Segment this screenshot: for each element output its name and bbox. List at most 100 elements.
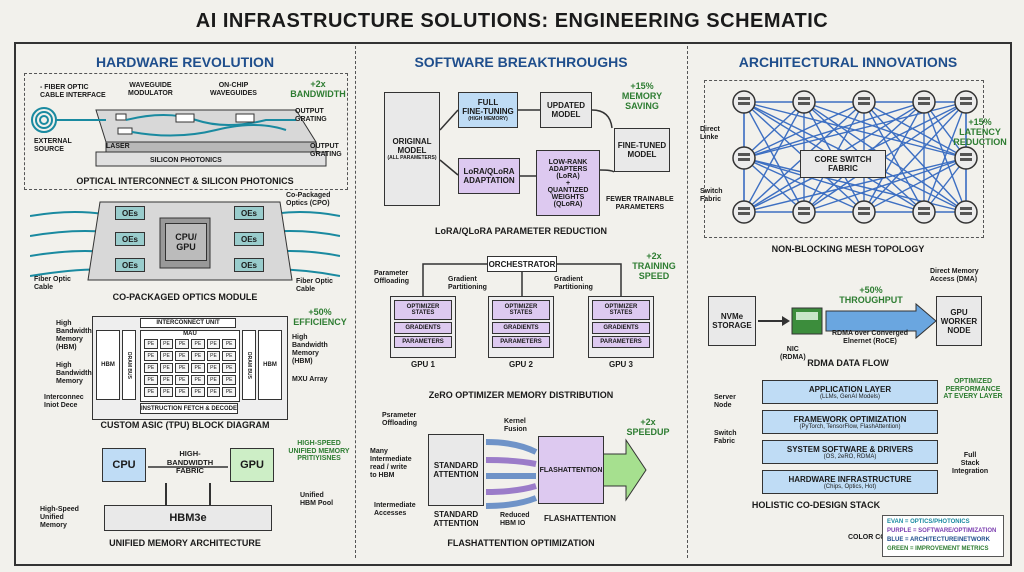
hbm-right-label: High Bandwidth Memory (HBM) <box>292 334 328 366</box>
low-rank-adapters-label: LOW-RANK ADAPTERS (LoRA) + QUANTIZED WEI… <box>547 158 589 201</box>
oe-block-5: OEs <box>234 232 264 246</box>
grad-partition-label-1: Gradient Partitioning <box>448 276 487 292</box>
stack-layer-3: SYSTEM SOFTWARE & DRIVERS(OS, 2eRO, RDMA… <box>762 440 938 464</box>
laser-label: LASER <box>106 143 130 150</box>
original-model: ORIGINAL MODEL (ALL PARAMETERS) <box>384 92 440 206</box>
optimized-performance-metric: OPTIMIZED PERFORMANCE AT EVERY LAYER <box>943 378 1003 401</box>
legend-item: BLUE = ARCHITECTUREINETWORK <box>887 537 990 543</box>
parameters-block: PARAMETERS <box>492 336 550 348</box>
hbm-left-label-2: High Bandwidth Memory <box>56 362 92 386</box>
roce-label: RDMA over Converged Elnernet (RoCE) <box>832 330 908 346</box>
reduced-hbm-io-label: Reduced HBM IO <box>500 512 530 528</box>
pe-cell: PE <box>175 387 189 397</box>
external-source-label: EXTERNAL SOURCE <box>34 138 72 154</box>
pe-cell: PE <box>191 339 205 349</box>
flashattention-label: FLASHATTENTION <box>544 514 616 523</box>
full-finetuning-sub: (HIGH MEMORY) <box>468 116 508 122</box>
optical-diagram <box>31 107 327 167</box>
standard-attention-box: STANDARD ATTENTION <box>428 434 484 506</box>
pe-cell: PE <box>206 387 221 397</box>
original-model-sub: (ALL PARAMETERS) <box>387 155 437 161</box>
fiber-interface-label: - FIBER OPTIC CABLE INTERFACE <box>40 84 106 100</box>
gradients-block: GRADIENTS <box>592 322 650 334</box>
latency-metric: +15% LATENCY REDUCTION <box>953 117 1007 147</box>
server-node-label: Server Node <box>714 394 736 410</box>
stack-layer-4: HARDWARE INFRASTRUCTURE(Chips, Optics, H… <box>762 470 938 494</box>
gpu-worker-node: GPU WORKER NODE <box>936 296 982 346</box>
full-finetuning: FULL FINE-TUNING (HIGH MEMORY) <box>458 92 518 128</box>
fewer-params-label: FEWER TRAINABLE PARAMETERS <box>606 196 674 212</box>
pe-cell: PE <box>222 387 236 397</box>
pe-cell: PE <box>159 387 174 397</box>
oe-block-1: OEs <box>115 206 145 220</box>
high-bandwidth-fabric-label: HIGH- BANDWIDTH FABRIC <box>166 449 214 476</box>
onchip-waveguides-label: ON-CHIP WAVEGUIDES <box>210 82 257 98</box>
mesh-panel <box>704 80 984 238</box>
zero-caption: ZeRO OPTIMIZER MEMORY DISTRIBUTION <box>428 390 614 400</box>
core-switch-fabric: CORE SWITCH FABRIC <box>800 150 886 178</box>
switch-fabric-label: Switch Fabric <box>700 188 723 204</box>
many-intermediate-label: Many Intermediate read / write to HBM <box>370 448 412 480</box>
flash-arrows <box>486 438 647 509</box>
pe-cell: PE <box>206 363 221 373</box>
unified-memory-metric: HIGH-SPEED UNIFIED MEMORY PRITIYISNES <box>288 440 350 463</box>
stack-layer-title: HARDWARE INFRASTRUCTURE <box>788 474 912 484</box>
parameters-block: PARAMETERS <box>394 336 452 348</box>
legend-item: PURPLE = SOFTWARE/OPTIMIZATION <box>887 528 997 534</box>
mesh-diagram <box>732 90 978 224</box>
unified-cpu: CPU <box>102 448 146 482</box>
pe-cell: PE <box>159 363 174 373</box>
pe-cell: PE <box>159 375 174 385</box>
throughput-metric: +50% THROUGHPUT <box>839 285 903 305</box>
flash-param-offload-label: Psrameter Offloading <box>382 412 417 428</box>
rdma-flow <box>758 302 937 340</box>
pe-cell: PE <box>144 351 158 361</box>
cpo-label: Co-Packaged Optics (CPO) <box>286 192 331 208</box>
pe-cell: PE <box>206 351 221 361</box>
pe-cell: PE <box>159 351 174 361</box>
pe-cell: PE <box>144 339 158 349</box>
pe-cell: PE <box>222 375 236 385</box>
divider-right <box>687 46 688 558</box>
stack-caption: HOLISTIC CO-DESIGN STACK <box>751 500 881 510</box>
stack-layer-title: FRAMEWORK OPTIMIZATION <box>793 414 907 424</box>
pe-cell: PE <box>222 363 236 373</box>
column-title-hardware: HARDWARE REVOLUTION <box>95 54 275 70</box>
finetuned-model: FINE-TUNED MODEL <box>614 128 670 172</box>
nic-rdma-label: NIC (RDMA) <box>780 346 806 362</box>
mxu-array-label: MXU Array <box>292 376 328 383</box>
pe-cell: PE <box>144 363 158 373</box>
hbm-left-label-1: High Bandwidth Memory (HBM) <box>56 320 92 352</box>
pe-cell: PE <box>144 387 158 397</box>
param-offload-label: Parameter Offloading <box>374 270 409 286</box>
lora-arrows <box>440 109 615 177</box>
unified-arrows <box>148 466 228 505</box>
pe-cell: PE <box>206 339 221 349</box>
grad-partition-label-2: Gradient Partitioning <box>554 276 593 292</box>
intermediate-accesses-label: Intermediate Accesses <box>374 502 416 518</box>
optimizer-states-block: OPTIMIZER STATES <box>394 300 452 320</box>
pe-cell: PE <box>191 363 205 373</box>
qlora-label: (QLoRA) <box>553 200 583 208</box>
pe-cell: PE <box>175 375 189 385</box>
gradients-block: GRADIENTS <box>492 322 550 334</box>
orchestrator-connectors <box>422 263 622 296</box>
full-stack-label: Full Stack Integration <box>952 452 989 476</box>
optical-panel <box>24 73 348 190</box>
high-speed-unified-label: High-Speed Unified Memory <box>40 506 79 530</box>
low-rank-adapters: LOW-RANK ADAPTERS (LoRA) + QUANTIZED WEI… <box>536 150 600 216</box>
rdma-caption: RDMA DATA FLOW <box>807 358 889 368</box>
nvme-storage: NVMe STORAGE <box>708 296 756 346</box>
legend-item: GREEN = IMPROVEMENT METRICS <box>887 546 989 552</box>
pe-cell: PE <box>222 351 236 361</box>
updated-model: UPDATED MODEL <box>540 92 592 128</box>
instruction-fetch-block: INSTRUCTION FETCH & DECODE <box>140 403 238 414</box>
stack-layer-sub: (OS, 2eRO, RDMA) <box>823 453 877 460</box>
bandwidth-metric: +2x BANDWIDTH <box>290 79 346 99</box>
stack-layer-sub: (PyTorch, TensorFlow, FlashAttention) <box>799 423 901 430</box>
waveguide-modulator-label: WAVEGUIDE MODULATOR <box>128 82 173 98</box>
